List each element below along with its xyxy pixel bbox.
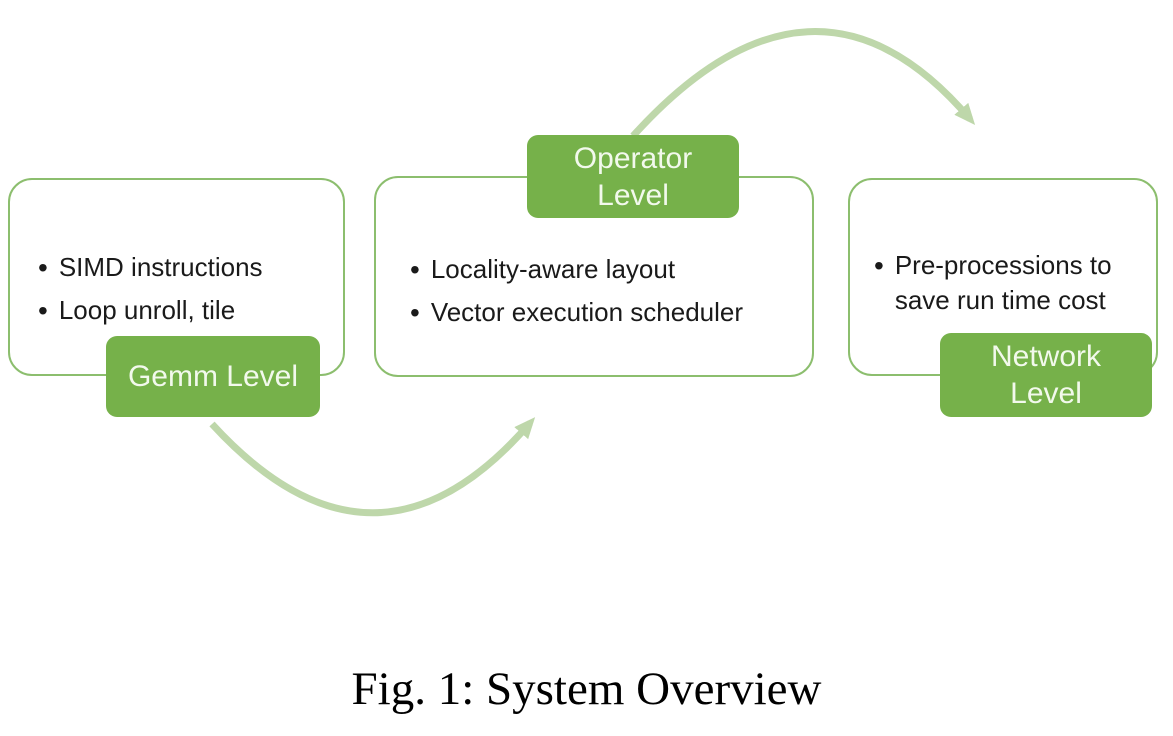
bullet-text: Loop unroll, tile xyxy=(58,295,236,325)
bullet-item: Pre-processions to save run time cost xyxy=(874,244,1156,318)
network-level-bullets: Pre-processions to save run time cost xyxy=(850,244,1156,318)
arrow-operator-to-network xyxy=(630,28,976,139)
network-level-badge: Network Level xyxy=(940,333,1152,417)
bullet-item: Loop unroll, tile xyxy=(38,289,343,332)
bullet-text: SIMD instructions xyxy=(58,252,263,282)
badge-label-line: Network xyxy=(990,340,1102,373)
bullet-item: Locality-aware layout xyxy=(410,248,812,291)
bullet-item: Vector execution scheduler xyxy=(410,291,812,334)
badge-label: Gemm Level xyxy=(127,360,299,393)
bullet-item: SIMD instructions xyxy=(38,246,343,289)
operator-level-bullets: Locality-aware layout Vector execution s… xyxy=(376,248,812,334)
badge-label-line: Level xyxy=(1010,377,1082,410)
bullet-text: Vector execution scheduler xyxy=(430,297,744,327)
badge-label-line: Operator xyxy=(573,141,693,175)
figure-caption: Fig. 1: System Overview xyxy=(351,663,822,715)
gemm-level-badge: Gemm Level xyxy=(106,336,320,417)
bullet-text: Locality-aware layout xyxy=(430,254,676,284)
arrow-gemm-to-operator xyxy=(209,417,536,517)
gemm-level-bullets: SIMD instructions Loop unroll, tile xyxy=(10,246,343,332)
badge-label-line: Level xyxy=(597,178,669,212)
bullet-text: Pre-processions to save run time cost xyxy=(894,250,1112,315)
operator-level-badge: Operator Level xyxy=(527,135,739,218)
